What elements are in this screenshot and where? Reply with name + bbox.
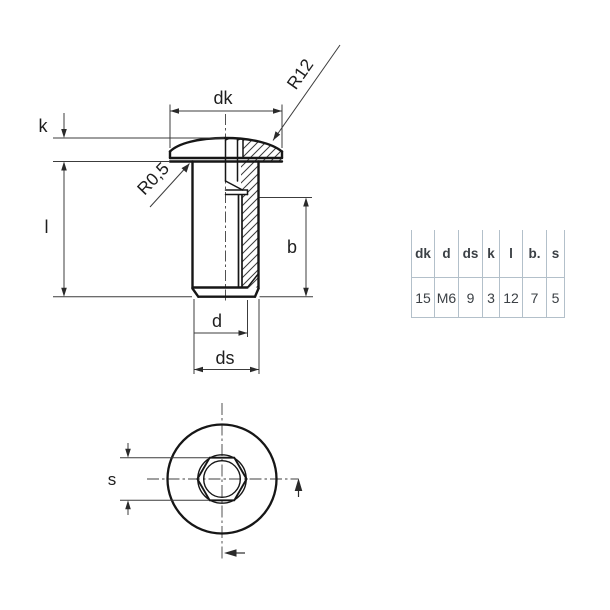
dk-arrow-left	[170, 108, 179, 114]
value-d: M6	[434, 277, 459, 318]
socket-section-lines	[224, 137, 260, 289]
thread-lines	[237, 194, 243, 288]
dim-ds	[194, 299, 260, 374]
bottom-view: s	[108, 403, 303, 560]
s-arrow-up	[125, 500, 131, 510]
header-b: b.	[522, 230, 547, 278]
radius-label-r12: R12	[283, 55, 318, 93]
dim-label-d: d	[212, 311, 222, 331]
k-arrow-down	[61, 129, 67, 138]
header-l: l	[499, 230, 523, 278]
dim-s	[120, 443, 209, 515]
dim-l	[53, 163, 192, 298]
header-s: s	[546, 230, 565, 278]
table-value-row: 15 M6 9 3 12 7 5	[411, 277, 565, 318]
l-arrow-up	[61, 161, 67, 171]
body-outline	[191, 160, 260, 298]
hex-socket-outline	[196, 456, 248, 502]
thread-hole-circle	[202, 460, 241, 499]
head-outer-circle	[166, 423, 278, 535]
header-d: d	[434, 230, 459, 278]
header-k: k	[482, 230, 500, 278]
view-direction-arrows	[224, 478, 303, 557]
dimensions-table: dk d ds k l b. s 15 M6 9 3 12 7 5	[411, 230, 565, 318]
r05-arrow	[181, 163, 190, 173]
r12-leader-line	[272, 44, 341, 141]
value-dk: 15	[411, 277, 435, 318]
d-arrow-right	[238, 330, 248, 336]
value-s: 5	[546, 277, 565, 318]
value-l: 12	[499, 277, 523, 318]
dim-label-k: k	[39, 116, 49, 136]
dim-label-l: l	[45, 217, 49, 237]
dim-b	[259, 197, 313, 298]
dim-label-b: b	[287, 237, 297, 257]
ds-arrow-left	[194, 366, 203, 373]
b-arrow-down	[303, 287, 309, 297]
dim-label-dk: dk	[213, 88, 233, 108]
s-arrow-down	[125, 448, 131, 458]
header-ds: ds	[458, 230, 483, 278]
dim-k	[53, 113, 224, 162]
dim-label-ds: ds	[215, 348, 234, 368]
ds-arrow-right	[250, 366, 259, 373]
l-arrow-down	[61, 287, 67, 297]
table-header-row: dk d ds k l b. s	[411, 230, 565, 278]
dim-dk	[169, 104, 283, 148]
view-arrow-up	[294, 478, 303, 491]
value-k: 3	[482, 277, 500, 318]
dim-label-s: s	[108, 470, 117, 489]
b-arrow-up	[303, 197, 309, 207]
side-view: dk k l b	[39, 44, 341, 374]
value-b: 7	[522, 277, 547, 318]
r05-leader-line	[149, 163, 190, 208]
r12-arrow	[273, 131, 281, 141]
header-dk: dk	[411, 230, 435, 278]
dk-arrow-right	[273, 108, 282, 114]
view-arrow-left	[224, 549, 237, 557]
section-hatching	[241, 139, 282, 288]
radius-label-r05: R0,5	[133, 158, 173, 198]
value-ds: 9	[458, 277, 483, 318]
